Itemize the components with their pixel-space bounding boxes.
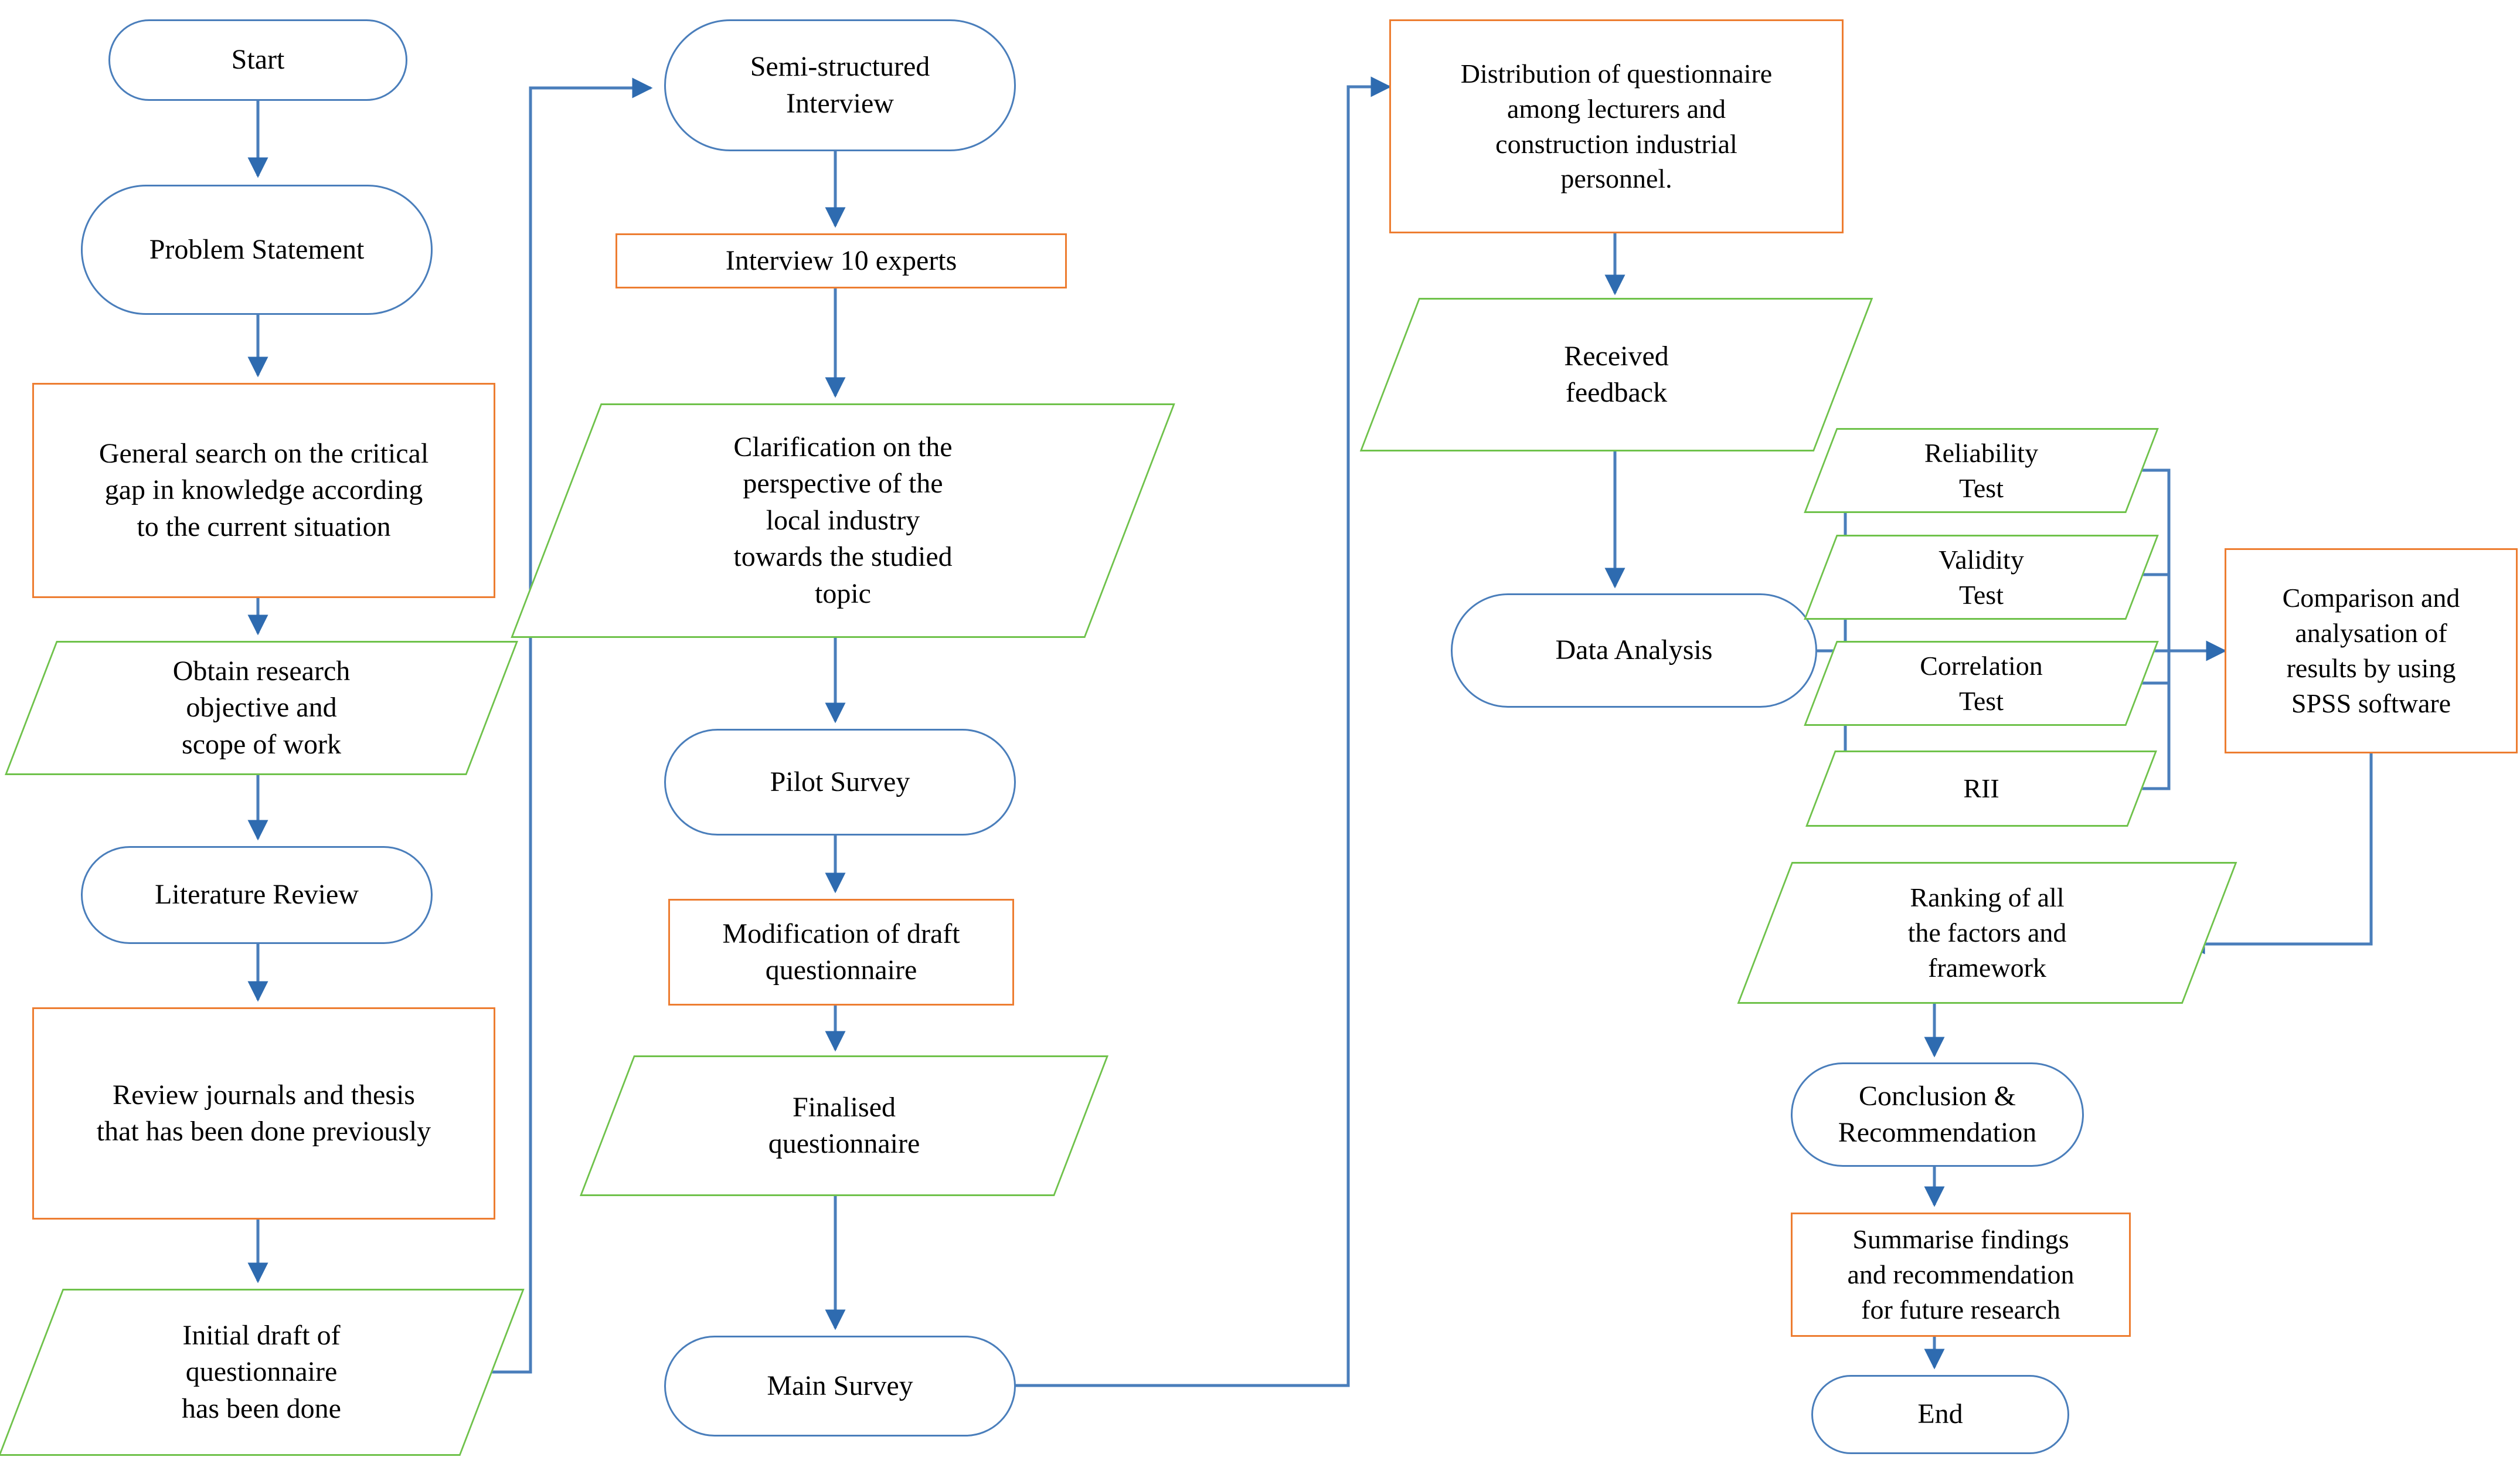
node-main-survey-label: Main Survey xyxy=(767,1370,913,1401)
node-validity-test[interactable]: Validity Test xyxy=(1820,535,2142,620)
node-start[interactable]: Start xyxy=(108,19,407,101)
node-validity-test-label: Validity Test xyxy=(1939,544,2024,610)
node-general-search-label: General search on the critical gap in kn… xyxy=(98,437,429,542)
node-received-feedback-label: Received feedback xyxy=(1564,340,1669,408)
node-review-journals[interactable]: Review journals and thesis that has been… xyxy=(32,1007,495,1220)
node-start-label: Start xyxy=(231,44,285,76)
node-modification-of-draft[interactable]: Modification of draft questionnaire xyxy=(668,899,1014,1006)
node-end-label: End xyxy=(1917,1398,1963,1430)
node-obtain-objective-label: Obtain research objective and scope of w… xyxy=(172,655,351,760)
node-clarification[interactable]: Clarification on the perspective of the … xyxy=(556,403,1130,638)
node-summarise-findings-label: Summarise findings and recommendation fo… xyxy=(1847,1224,2075,1325)
node-literature-review-label: Literature Review xyxy=(155,879,359,911)
node-correlation-test-label: Correlation Test xyxy=(1920,650,2043,716)
node-comparison-spss[interactable]: Comparison and analysation of results by… xyxy=(2225,548,2518,753)
node-received-feedback[interactable]: Received feedback xyxy=(1389,298,1844,451)
node-pilot-survey-label: Pilot Survey xyxy=(770,766,910,797)
node-ranking-label: Ranking of all the factors and framework xyxy=(1907,882,2067,983)
node-conclusion-recommendation[interactable]: Conclusion & Recommendation xyxy=(1791,1062,2084,1167)
edge-reliability-collector xyxy=(2134,468,2171,651)
node-end[interactable]: End xyxy=(1811,1375,2069,1454)
node-pilot-survey[interactable]: Pilot Survey xyxy=(664,729,1016,836)
node-data-analysis[interactable]: Data Analysis xyxy=(1451,593,1817,708)
node-distribution-of-questionnaire[interactable]: Distribution of questionnaire among lect… xyxy=(1389,19,1844,233)
node-correlation-test[interactable]: Correlation Test xyxy=(1820,641,2142,726)
node-problem-statement-label: Problem Statement xyxy=(149,233,365,265)
node-reliability-test-label: Reliability Test xyxy=(1924,437,2039,503)
node-literature-review[interactable]: Literature Review xyxy=(81,846,433,944)
node-general-search[interactable]: General search on the critical gap in kn… xyxy=(32,383,495,598)
node-ranking[interactable]: Ranking of all the factors and framework xyxy=(1764,862,2210,1004)
node-semi-structured-interview-label: Semi-structured Interview xyxy=(750,51,930,119)
node-initial-draft-label: Initial draft of questionnaire has been … xyxy=(182,1319,341,1424)
node-finalised-questionnaire-label: Finalised questionnaire xyxy=(768,1091,920,1159)
node-rii[interactable]: RII xyxy=(1820,751,2142,827)
edge-rii-collector xyxy=(2134,651,2171,790)
node-clarification-label: Clarification on the perspective of the … xyxy=(733,432,953,609)
node-data-analysis-label: Data Analysis xyxy=(1555,634,1713,666)
edge-main-survey-to-distribution xyxy=(1014,76,1392,1387)
node-review-journals-label: Review journals and thesis that has been… xyxy=(96,1079,431,1147)
node-finalised-questionnaire[interactable]: Finalised questionnaire xyxy=(607,1055,1082,1196)
node-obtain-objective[interactable]: Obtain research objective and scope of w… xyxy=(30,641,492,775)
node-summarise-findings[interactable]: Summarise findings and recommendation fo… xyxy=(1791,1213,2131,1337)
node-distribution-of-questionnaire-label: Distribution of questionnaire among lect… xyxy=(1460,58,1773,194)
node-reliability-test[interactable]: Reliability Test xyxy=(1820,428,2142,513)
edge-spss-to-ranking xyxy=(2184,753,2373,955)
node-semi-structured-interview[interactable]: Semi-structured Interview xyxy=(664,19,1016,151)
node-rii-label: RII xyxy=(1963,773,1999,804)
node-interview-10-experts-label: Interview 10 experts xyxy=(725,244,957,276)
node-initial-draft[interactable]: Initial draft of questionnaire has been … xyxy=(30,1289,492,1456)
node-main-survey[interactable]: Main Survey xyxy=(664,1336,1016,1437)
node-interview-10-experts[interactable]: Interview 10 experts xyxy=(615,233,1067,288)
node-problem-statement[interactable]: Problem Statement xyxy=(81,185,433,315)
node-modification-of-draft-label: Modification of draft questionnaire xyxy=(722,918,960,986)
node-conclusion-recommendation-label: Conclusion & Recommendation xyxy=(1838,1080,2037,1148)
node-comparison-spss-label: Comparison and analysation of results by… xyxy=(2282,583,2460,718)
